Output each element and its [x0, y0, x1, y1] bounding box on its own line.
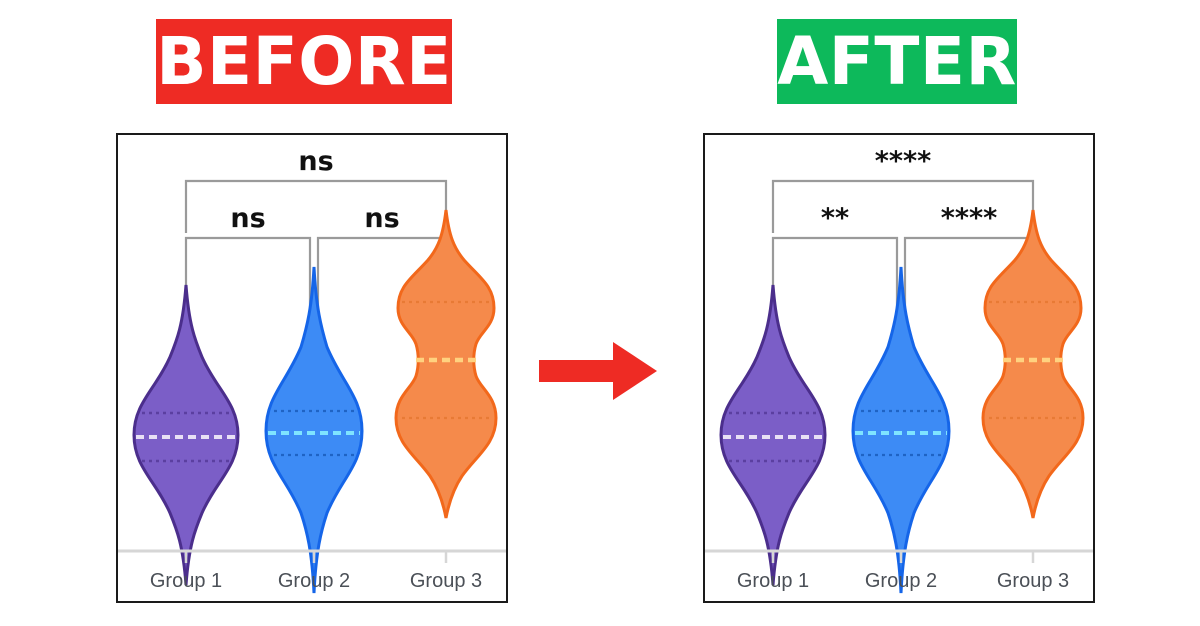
before-x-axis	[118, 549, 506, 563]
violin-group-3	[981, 208, 1085, 520]
before-violin-svg	[118, 179, 506, 595]
violin-group-2	[264, 265, 364, 595]
after-ticklabel-group-3: Group 3	[996, 570, 1070, 592]
before-ticklabel-group-3: Group 3	[409, 570, 483, 592]
violin-group-3	[394, 208, 498, 520]
after-banner: AFTER	[777, 19, 1017, 104]
after-plot-area	[705, 135, 1093, 601]
after-ticklabel-group-2: Group 2	[864, 570, 938, 592]
after-chart-panel: **** ** **** Group 1 Group 2 Group 3	[703, 133, 1095, 603]
bracket-g1-g3	[184, 179, 448, 233]
violin-group-1	[719, 283, 827, 587]
before-banner-label: BEFORE	[156, 22, 452, 100]
before-ticklabel-group-1: Group 1	[149, 570, 223, 592]
before-sig-g1-g3: ns	[298, 146, 334, 177]
right-arrow-icon	[539, 338, 659, 404]
bracket-g1-g3	[771, 179, 1035, 233]
after-banner-label: AFTER	[777, 22, 1017, 100]
before-banner: BEFORE	[156, 19, 452, 104]
bracket-g1-g2	[184, 236, 312, 350]
after-ticklabel-group-1: Group 1	[736, 570, 810, 592]
before-plot-area	[118, 135, 506, 601]
before-sig-g2-g3: ns	[364, 203, 400, 234]
after-sig-g1-g3: ****	[874, 146, 932, 177]
after-violin-svg	[705, 179, 1093, 595]
before-chart-panel: ns ns ns Group 1 Group 2 Group 3	[116, 133, 508, 603]
violin-group-2	[851, 265, 951, 595]
before-ticklabel-group-2: Group 2	[277, 570, 351, 592]
bracket-g1-g2	[771, 236, 899, 350]
after-x-axis	[705, 549, 1093, 563]
after-sig-g1-g2: **	[820, 203, 850, 234]
after-sig-g2-g3: ****	[940, 203, 998, 234]
before-sig-g1-g2: ns	[230, 203, 266, 234]
violin-group-1	[132, 283, 240, 587]
